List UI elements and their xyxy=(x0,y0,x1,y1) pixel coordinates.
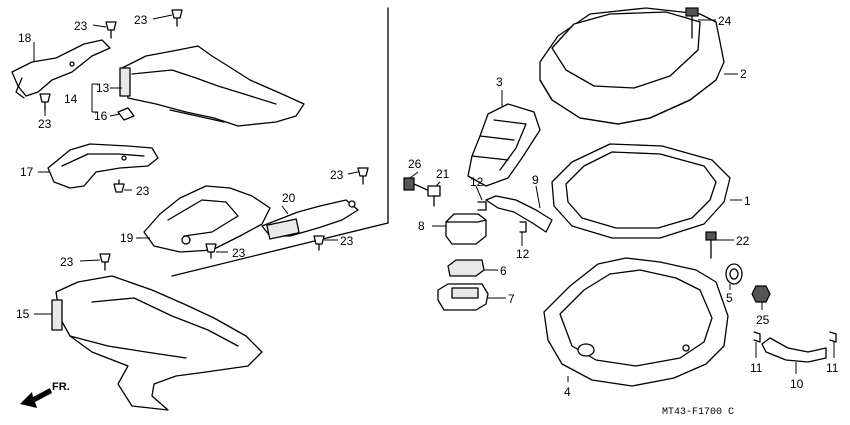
callout-2: 2 xyxy=(740,67,747,81)
diagram-code: MT43-F1700 C xyxy=(662,407,734,418)
callout-15: 15 xyxy=(16,307,30,321)
clip-bolts-23 xyxy=(39,9,369,271)
callout-22: 22 xyxy=(736,234,750,248)
drain-hose-part-10 xyxy=(753,331,837,363)
callout-23: 23 xyxy=(330,168,344,182)
holder-part-7 xyxy=(437,283,489,311)
callout-21: 21 xyxy=(436,167,450,181)
callout-23: 23 xyxy=(136,184,150,198)
callout-23: 23 xyxy=(60,255,74,269)
callout-23: 23 xyxy=(74,19,88,33)
callout-23: 23 xyxy=(38,117,52,131)
callout-26: 26 xyxy=(408,157,422,171)
callout-3: 3 xyxy=(496,75,503,89)
bolt-part-24 xyxy=(685,7,699,39)
callout-17: 17 xyxy=(20,165,34,179)
insulator-part-15 xyxy=(51,275,263,411)
callout-1: 1 xyxy=(744,194,751,208)
callout-20: 20 xyxy=(282,191,296,205)
insulator-part-17 xyxy=(47,143,159,189)
direction-label: FR. xyxy=(52,381,70,393)
intake-duct-part-3 xyxy=(467,103,541,187)
callout-14: 14 xyxy=(64,92,78,106)
callout-5: 5 xyxy=(726,291,733,305)
air-cleaner-case-part-4 xyxy=(543,257,729,387)
screw-part-21 xyxy=(427,185,441,207)
grommet-part-5 xyxy=(725,263,743,285)
air-cleaner-cover-part-2 xyxy=(539,7,725,125)
resonator-part-8 xyxy=(445,213,487,245)
air-cleaner-element-part-1 xyxy=(551,143,731,239)
callout-16: 16 xyxy=(94,109,108,123)
callout-8: 8 xyxy=(418,219,425,233)
bolt-part-22 xyxy=(705,231,717,259)
callout-24: 24 xyxy=(718,14,732,28)
group-separator xyxy=(171,7,389,277)
callout-23: 23 xyxy=(232,246,246,260)
callout-23: 23 xyxy=(340,234,354,248)
insulator-part-19 xyxy=(143,185,271,253)
callout-19: 19 xyxy=(120,231,134,245)
callout-25: 25 xyxy=(756,313,770,327)
callout-7: 7 xyxy=(508,292,515,306)
front-direction-arrow: FR. xyxy=(20,381,70,408)
cover-part-20 xyxy=(261,199,359,240)
callout-13: 13 xyxy=(96,81,110,95)
callout-labels: 18 23 23 23 13 14 16 17 23 23 20 19 23 2… xyxy=(16,13,839,399)
callout-9: 9 xyxy=(532,173,539,187)
callout-12: 12 xyxy=(470,175,484,189)
insulator-part-13 xyxy=(117,45,305,127)
callout-11: 11 xyxy=(750,361,763,375)
callout-6: 6 xyxy=(500,264,507,278)
pad-part-6 xyxy=(447,259,485,277)
callout-11: 11 xyxy=(826,361,839,375)
breather-hose-part-9 xyxy=(485,195,553,233)
nut-part-25 xyxy=(751,285,771,303)
callout-23: 23 xyxy=(134,13,148,27)
callout-4: 4 xyxy=(564,385,571,399)
clamps-part-12 xyxy=(477,201,527,233)
callout-12: 12 xyxy=(516,247,530,261)
callout-10: 10 xyxy=(790,377,804,391)
leader-lines xyxy=(33,14,835,382)
callout-18: 18 xyxy=(18,31,32,45)
bracket-part-18 xyxy=(11,39,111,99)
